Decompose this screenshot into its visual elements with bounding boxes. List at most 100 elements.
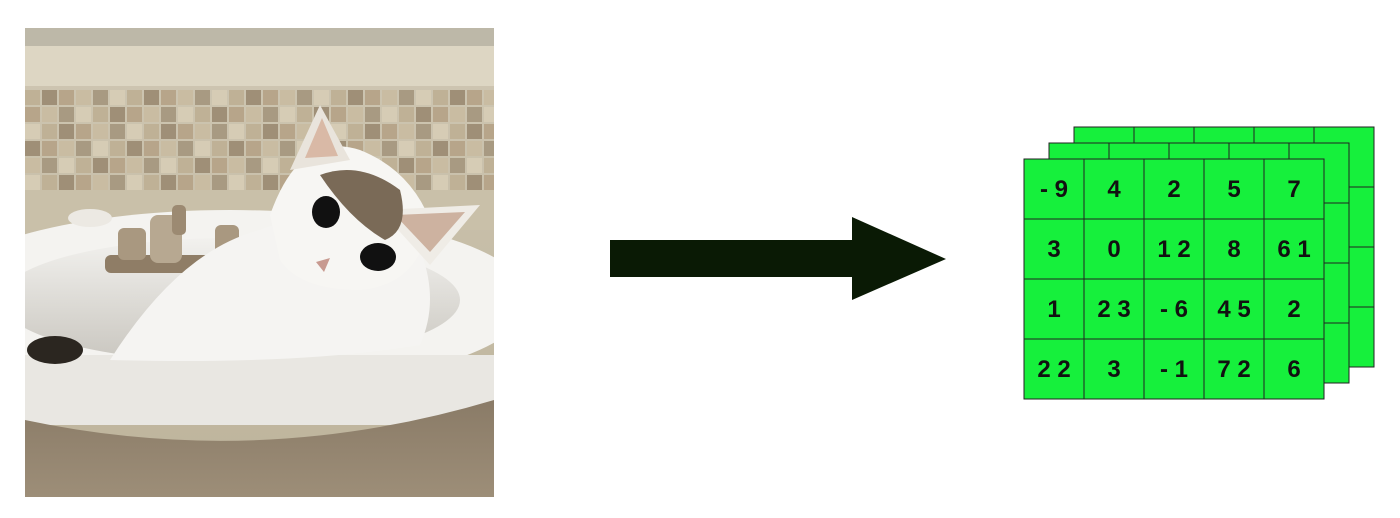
mosaic-tile <box>450 175 465 190</box>
photo-top-trim <box>25 28 494 46</box>
mosaic-tile <box>93 158 108 173</box>
mosaic-tile <box>433 141 448 156</box>
mosaic-tile <box>450 141 465 156</box>
faucet-icon <box>68 205 239 273</box>
grid-cell-value: 0 <box>1107 236 1120 263</box>
mosaic-tile <box>416 90 431 105</box>
mosaic-tile <box>467 141 482 156</box>
mosaic-tile <box>450 107 465 122</box>
grid-cell-value: 3 <box>1107 356 1120 383</box>
grid-cell <box>1263 278 1325 340</box>
mosaic-tile <box>178 158 193 173</box>
right-arrow-icon <box>610 217 946 300</box>
mosaic-tile <box>76 124 91 139</box>
sink-cabinet <box>25 400 494 497</box>
mosaic-tile <box>399 158 414 173</box>
grid-cell-value: - 1 <box>1160 356 1188 383</box>
grid-cell <box>1263 158 1325 220</box>
mosaic-tile <box>195 175 210 190</box>
mosaic-tile <box>195 107 210 122</box>
mosaic-tile <box>59 124 74 139</box>
grid-cell <box>1023 218 1085 280</box>
mosaic-tile <box>76 175 91 190</box>
mosaic-tile <box>212 107 227 122</box>
photo-tile-row-large <box>25 46 494 86</box>
grid-cell-value: - 6 <box>1160 296 1188 323</box>
mosaic-tile <box>416 107 431 122</box>
mosaic-tile <box>484 158 494 173</box>
mosaic-tile <box>195 158 210 173</box>
sink-counter-front <box>25 355 494 425</box>
mosaic-tile <box>161 124 176 139</box>
mosaic-tile <box>76 107 91 122</box>
mosaic-tile <box>229 124 244 139</box>
arrow-head <box>852 217 946 300</box>
mosaic-tile <box>127 107 142 122</box>
mosaic-tile <box>59 107 74 122</box>
mosaic-tile <box>365 90 380 105</box>
mosaic-tile <box>450 90 465 105</box>
mosaic-tile <box>365 124 380 139</box>
mosaic-tile <box>76 158 91 173</box>
mosaic-tile <box>314 90 329 105</box>
mosaic-tile <box>365 107 380 122</box>
mosaic-tile <box>212 175 227 190</box>
mosaic-tile <box>178 107 193 122</box>
cat-in-sink-photo <box>25 28 494 497</box>
grid-cell-value: 3 <box>1047 236 1060 263</box>
mosaic-tile <box>280 90 295 105</box>
grid-cell-value: 4 <box>1107 176 1121 203</box>
mosaic-tile <box>161 175 176 190</box>
mosaic-tile <box>110 107 125 122</box>
grid-cell <box>1143 158 1205 220</box>
grid-cell <box>1203 338 1265 400</box>
mosaic-tile <box>450 124 465 139</box>
mosaic-tile <box>280 107 295 122</box>
mosaic-tile <box>42 90 57 105</box>
mosaic-tile <box>144 141 159 156</box>
mosaic-tile <box>348 90 363 105</box>
mosaic-tile <box>76 141 91 156</box>
mosaic-tile <box>178 90 193 105</box>
mosaic-tile <box>246 124 261 139</box>
mosaic-tile <box>399 90 414 105</box>
mosaic-tile <box>110 175 125 190</box>
mosaic-tile <box>42 175 57 190</box>
mosaic-tile <box>348 124 363 139</box>
mosaic-tile <box>229 141 244 156</box>
mosaic-tile <box>416 175 431 190</box>
grid-cell-value: 5 <box>1227 176 1240 203</box>
mosaic-tile <box>297 107 312 122</box>
mosaic-tile <box>178 141 193 156</box>
mosaic-tile <box>110 158 125 173</box>
mosaic-tile <box>229 158 244 173</box>
mosaic-tile <box>25 107 40 122</box>
mosaic-tile <box>25 141 40 156</box>
mosaic-tile <box>229 175 244 190</box>
mosaic-tile <box>161 90 176 105</box>
cat-icon <box>27 105 480 364</box>
mosaic-tile <box>467 175 482 190</box>
mosaic-tile <box>59 90 74 105</box>
mosaic-tile <box>263 124 278 139</box>
mosaic-tile <box>93 124 108 139</box>
mosaic-tile <box>416 124 431 139</box>
mosaic-tile <box>416 141 431 156</box>
mosaic-tile <box>331 107 346 122</box>
grid-cell-value: 6 1 <box>1277 236 1310 263</box>
mosaic-tile <box>433 124 448 139</box>
mosaic-tile <box>246 158 261 173</box>
grid-cell-value: 1 <box>1047 296 1060 323</box>
mosaic-tile <box>246 175 261 190</box>
mosaic-tile <box>280 141 295 156</box>
mosaic-tile <box>467 90 482 105</box>
mosaic-tile <box>127 141 142 156</box>
mosaic-tile <box>42 124 57 139</box>
mosaic-tile <box>93 141 108 156</box>
mosaic-tile <box>127 158 142 173</box>
mosaic-tile <box>433 175 448 190</box>
mosaic-tile <box>280 124 295 139</box>
mosaic-tile <box>297 90 312 105</box>
